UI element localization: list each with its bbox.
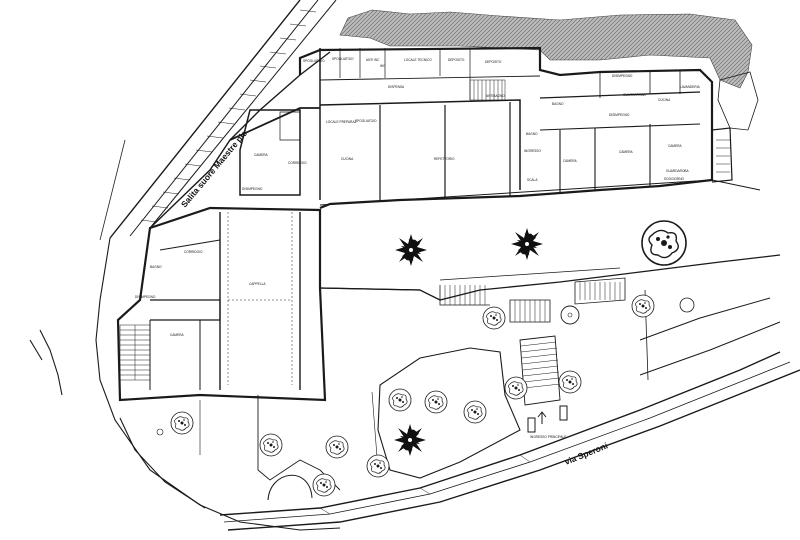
street-label-salita: Salita suore Maestre pie (179, 128, 249, 209)
shrub-icon (482, 306, 506, 330)
via-speroni-road (219, 351, 800, 531)
room-label: CAMERA (563, 159, 578, 163)
room-label: DISIMPEGNO (135, 295, 156, 299)
room-label: GUARDAROBA (666, 169, 690, 173)
room-label: CAPPELLA (249, 282, 266, 286)
shrub-icon (424, 390, 448, 414)
room-label: BAGNO (150, 265, 162, 269)
shrub-icon (463, 400, 487, 424)
street-label-via: via Speroni (563, 440, 609, 466)
salita-street (99, 0, 337, 241)
shrub-icon (170, 411, 194, 435)
room-label: SCALA (527, 178, 538, 182)
palm-icon (395, 234, 427, 266)
room-label: CAMERA (254, 153, 269, 157)
room-label: CAMERA (170, 333, 185, 337)
room-label: CUCINA (658, 98, 671, 102)
palm-icon (511, 228, 543, 260)
room-label: LAVANDERIA (680, 85, 701, 89)
room-label: DEPOSITO (448, 58, 465, 62)
shrub-icon (366, 454, 390, 478)
room-label: CAMERA (619, 150, 634, 154)
room-label: DISIMPEGNO (612, 74, 633, 78)
room-label: BAGNO (526, 132, 538, 136)
room-label: INGRESSO (524, 149, 541, 153)
room-label: DISPENSA (388, 85, 405, 89)
shrub-icon (259, 433, 283, 457)
room-label: ANTI WC (366, 58, 380, 62)
room-label: DISIMPEGNO (609, 113, 630, 117)
courtyard (199, 179, 781, 501)
room-label: SOGGIORNO (664, 177, 685, 181)
room-label: CAMERA (668, 144, 683, 148)
palm-icon (394, 424, 426, 456)
room-label: LOCALE TECNICO (404, 58, 432, 62)
room-label: DEPOSITO (485, 60, 502, 64)
shrub-icon (388, 388, 412, 412)
large-tree-icon (641, 220, 687, 266)
terrain-edge (717, 71, 759, 131)
shrub-icon (312, 473, 336, 497)
room-label: SPOGLIATOIO (355, 119, 377, 123)
room-label: BAGNO (552, 102, 564, 106)
room-label: SPOGLIATOIO (332, 57, 354, 61)
room-label: CUCINA (341, 157, 354, 161)
shrub-icon (631, 294, 655, 318)
bollard-marker (156, 428, 164, 436)
shrub-icon (504, 376, 528, 400)
entrance-label: INGRESSO PRINCIPALE (530, 435, 566, 439)
room-label: CORRIDOIO (184, 250, 203, 254)
room-label: DISIMPEGNO (242, 187, 263, 191)
room-label: CORRIDOIO (288, 161, 307, 165)
site-boundary (29, 237, 341, 531)
room-label: SPOGLIATOIO (303, 59, 325, 63)
room-label: GUARDAROBA (623, 93, 647, 97)
room-label: ANTIBAGNO (486, 94, 505, 98)
room-label: LOCALE PREPARAZ (326, 120, 356, 124)
room-label: WC (380, 64, 386, 68)
main-entrance-gate (527, 405, 568, 433)
room-label: REFETTORIO (434, 157, 455, 161)
shrub-icon (558, 370, 582, 394)
building-walls (116, 46, 733, 402)
shrub-icon (325, 435, 349, 459)
